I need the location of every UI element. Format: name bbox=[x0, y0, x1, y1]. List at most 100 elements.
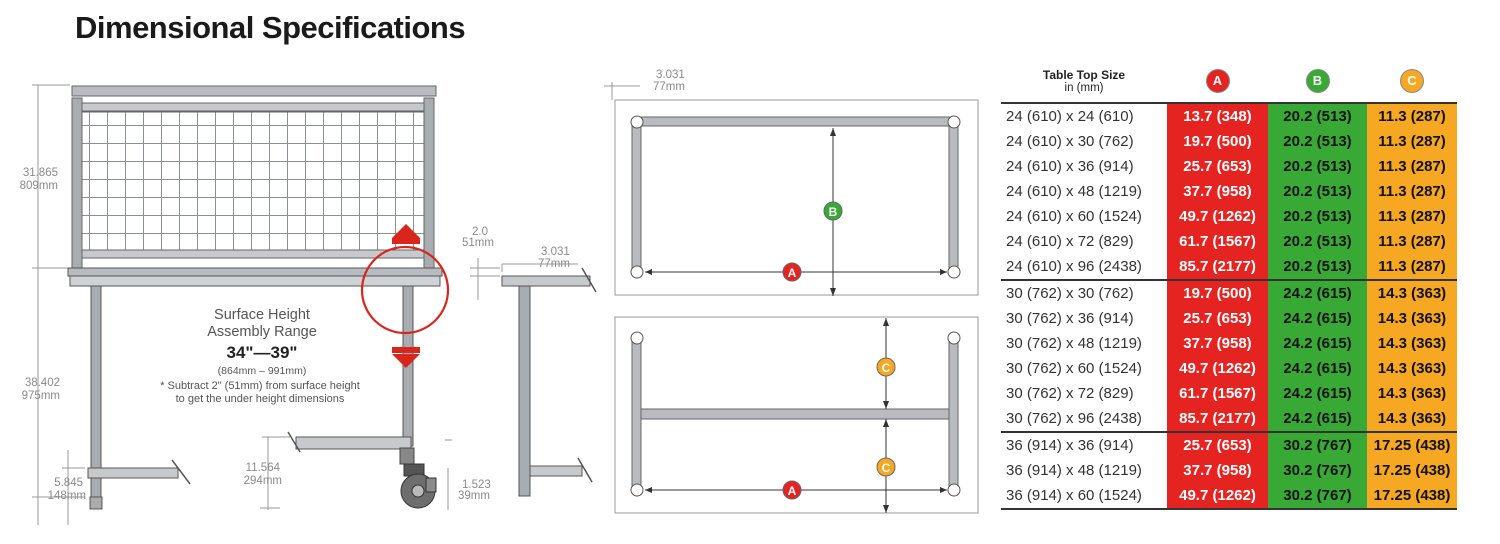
table-row: 30 (762) x 48 (1219) 37.7 (958)24.2 (615)… bbox=[1001, 331, 1457, 356]
dim-label: 2.0 bbox=[472, 226, 488, 238]
dim-label: 809mm bbox=[20, 180, 58, 192]
table-row: 24 (610) x 24 (610)13.7 (348)20.2 (513)1… bbox=[1001, 102, 1457, 129]
cell-a: 49.7 (1262) bbox=[1167, 356, 1268, 381]
table-row: 30 (762) x 96 (2438)85.7 (2177)24.2 (615… bbox=[1001, 406, 1457, 432]
cell-a: 37.7 (958) bbox=[1167, 458, 1268, 483]
cell-a: 25.7 (653) bbox=[1167, 154, 1268, 179]
cell-size: 36 (914) x 36 (914) bbox=[1001, 431, 1167, 458]
cell-size: 30 (762) x 36 (914) bbox=[1006, 310, 1134, 327]
cell-size: 24 (610) x 24 (610) bbox=[1001, 102, 1167, 129]
cell-c: 17.25 (438) bbox=[1367, 431, 1457, 458]
surface-range: 34"—39" bbox=[227, 343, 298, 362]
cell-size: 24 (610) x 60 (1524) bbox=[1006, 208, 1142, 225]
table-row: 24 (610) x 30 (762) 19.7 (500)20.2 (513)1… bbox=[1001, 129, 1457, 154]
surface-metric: (864mm – 991mm) bbox=[218, 365, 307, 377]
cell-c: 14.3 (363) bbox=[1367, 306, 1457, 331]
cell-a: 13.7 (348) bbox=[1167, 102, 1268, 129]
svg-text:C: C bbox=[882, 361, 891, 375]
dim-label: 3.031 bbox=[656, 69, 685, 81]
table-header-row: Table Top Size in (mm) A B C bbox=[1001, 60, 1457, 103]
dim-label: 975mm bbox=[22, 390, 60, 402]
dim-label: 3.031 bbox=[541, 246, 570, 258]
dim-label: 5.845 bbox=[54, 477, 83, 489]
header-b: B bbox=[1268, 60, 1367, 103]
table-body: 24 (610) x 24 (610)13.7 (348)20.2 (513)1… bbox=[1001, 102, 1457, 510]
plan-view-bottom bbox=[614, 316, 979, 514]
dim-label: 148mm bbox=[48, 490, 86, 502]
cell-size: 24 (610) x 72 (829) bbox=[1006, 233, 1134, 250]
table-row: 24 (610) x 96 (2438)85.7 (2177)20.2 (513… bbox=[1001, 254, 1457, 280]
front-elevation bbox=[32, 84, 500, 525]
cell-c: 17.25 (438) bbox=[1367, 458, 1457, 483]
cell-c: 11.3 (287) bbox=[1367, 102, 1457, 129]
cell-c: 14.3 (363) bbox=[1367, 331, 1457, 356]
surface-heading-2: Assembly Range bbox=[207, 324, 317, 340]
cell-b: 30.2 (767) bbox=[1268, 458, 1367, 483]
cell-size: 24 (610) x 30 (762) bbox=[1006, 133, 1134, 150]
cell-size: 30 (762) x 48 (1219) bbox=[1006, 335, 1142, 352]
surface-note-1: * Subtract 2" (51mm) from surface height bbox=[160, 380, 360, 392]
badge-c-icon: C bbox=[1400, 69, 1424, 93]
cell-size: 30 (762) x 72 (829) bbox=[1006, 385, 1134, 402]
table-row: 36 (914) x 36 (914)25.7 (653)30.2 (767)1… bbox=[1001, 431, 1457, 458]
dim-label: 11.564 bbox=[246, 462, 281, 474]
table-row: 30 (762) x 36 (914)25.7 (653)24.2 (615)1… bbox=[1001, 306, 1457, 331]
badge-c-lower: C bbox=[876, 457, 896, 477]
badge-b-icon: B bbox=[1305, 69, 1330, 93]
cell-b: 30.2 (767) bbox=[1268, 431, 1367, 458]
dim-label: 1.523 bbox=[462, 479, 491, 491]
table-row: 36 (914) x 48 (1219)37.7 (958)30.2 (767)… bbox=[1001, 458, 1457, 483]
badge-b: B bbox=[823, 201, 843, 221]
cell-b: 20.2 (513) bbox=[1268, 154, 1367, 179]
cell-a: 49.7 (1262) bbox=[1167, 483, 1268, 510]
cell-c: 11.3 (287) bbox=[1367, 179, 1457, 204]
cell-b: 20.2 (513) bbox=[1268, 254, 1367, 280]
cell-a: 19.7 (500) bbox=[1167, 129, 1268, 154]
cell-c: 11.3 (287) bbox=[1367, 129, 1457, 154]
cell-b: 20.2 (513) bbox=[1268, 179, 1367, 204]
table-row: 36 (914) x 60 (1524)49.7 (1262)30.2 (767… bbox=[1001, 483, 1457, 510]
cell-a: 37.7 (958) bbox=[1167, 331, 1268, 356]
cell-size: 30 (762) x 30 (762) bbox=[1001, 279, 1167, 306]
cell-a: 37.7 (958) bbox=[1167, 179, 1268, 204]
dim-label: 294mm bbox=[244, 475, 282, 487]
dim-label: 39mm bbox=[458, 490, 490, 502]
dim-label: 51mm bbox=[462, 237, 494, 249]
cell-size: 36 (914) x 60 (1524) bbox=[1001, 483, 1167, 510]
cell-c: 14.3 (363) bbox=[1367, 356, 1457, 381]
table-row: 24 (610) x 60 (1524)49.7 (1262)20.2 (513… bbox=[1001, 204, 1457, 229]
page-title: Dimensional Specifications bbox=[75, 10, 466, 45]
cell-a: 19.7 (500) bbox=[1167, 279, 1268, 306]
cell-c: 11.3 (287) bbox=[1367, 229, 1457, 254]
dim-label: 77mm bbox=[653, 81, 685, 93]
cell-b: 20.2 (513) bbox=[1268, 129, 1367, 154]
cell-b: 24.2 (615) bbox=[1268, 331, 1367, 356]
dim-label: 77mm bbox=[538, 258, 570, 270]
cell-b: 30.2 (767) bbox=[1268, 483, 1367, 510]
cell-a: 85.7 (2177) bbox=[1167, 254, 1268, 280]
table-row: 30 (762) x 72 (829) 61.7 (1567)24.2 (615)… bbox=[1001, 381, 1457, 406]
table-row: 24 (610) x 72 (829)61.7 (1567)20.2 (513)… bbox=[1001, 229, 1457, 254]
cell-b: 20.2 (513) bbox=[1268, 229, 1367, 254]
cell-b: 24.2 (615) bbox=[1268, 381, 1367, 406]
dim-label: 38.402 bbox=[25, 377, 60, 389]
technical-drawing: A B C C A 31.865 809mm 38.402 975mm 5.84… bbox=[20, 69, 979, 525]
header-size-label: Table Top Size bbox=[1042, 68, 1126, 82]
header-size: Table Top Size in (mm) bbox=[1001, 60, 1167, 103]
badge-c-upper: C bbox=[876, 357, 896, 377]
cell-c: 11.3 (287) bbox=[1367, 254, 1457, 280]
header-a: A bbox=[1167, 60, 1268, 103]
svg-text:C: C bbox=[882, 461, 891, 475]
cell-a: 25.7 (653) bbox=[1167, 306, 1268, 331]
cell-c: 14.3 (363) bbox=[1367, 381, 1457, 406]
cell-c: 11.3 (287) bbox=[1367, 154, 1457, 179]
table-row: 30 (762) x 30 (762)19.7 (500)24.2 (615)1… bbox=[1001, 279, 1457, 306]
badge-a-bottom: A bbox=[782, 480, 802, 500]
cell-size: 24 (610) x 36 (914) bbox=[1006, 158, 1134, 175]
cell-b: 24.2 (615) bbox=[1268, 356, 1367, 381]
surface-heading-1: Surface Height bbox=[214, 307, 310, 323]
surface-note-2: to get the under height dimensions bbox=[176, 393, 345, 405]
badge-a-icon: A bbox=[1205, 69, 1230, 93]
cell-a: 61.7 (1567) bbox=[1167, 381, 1268, 406]
cell-c: 11.3 (287) bbox=[1367, 204, 1457, 229]
